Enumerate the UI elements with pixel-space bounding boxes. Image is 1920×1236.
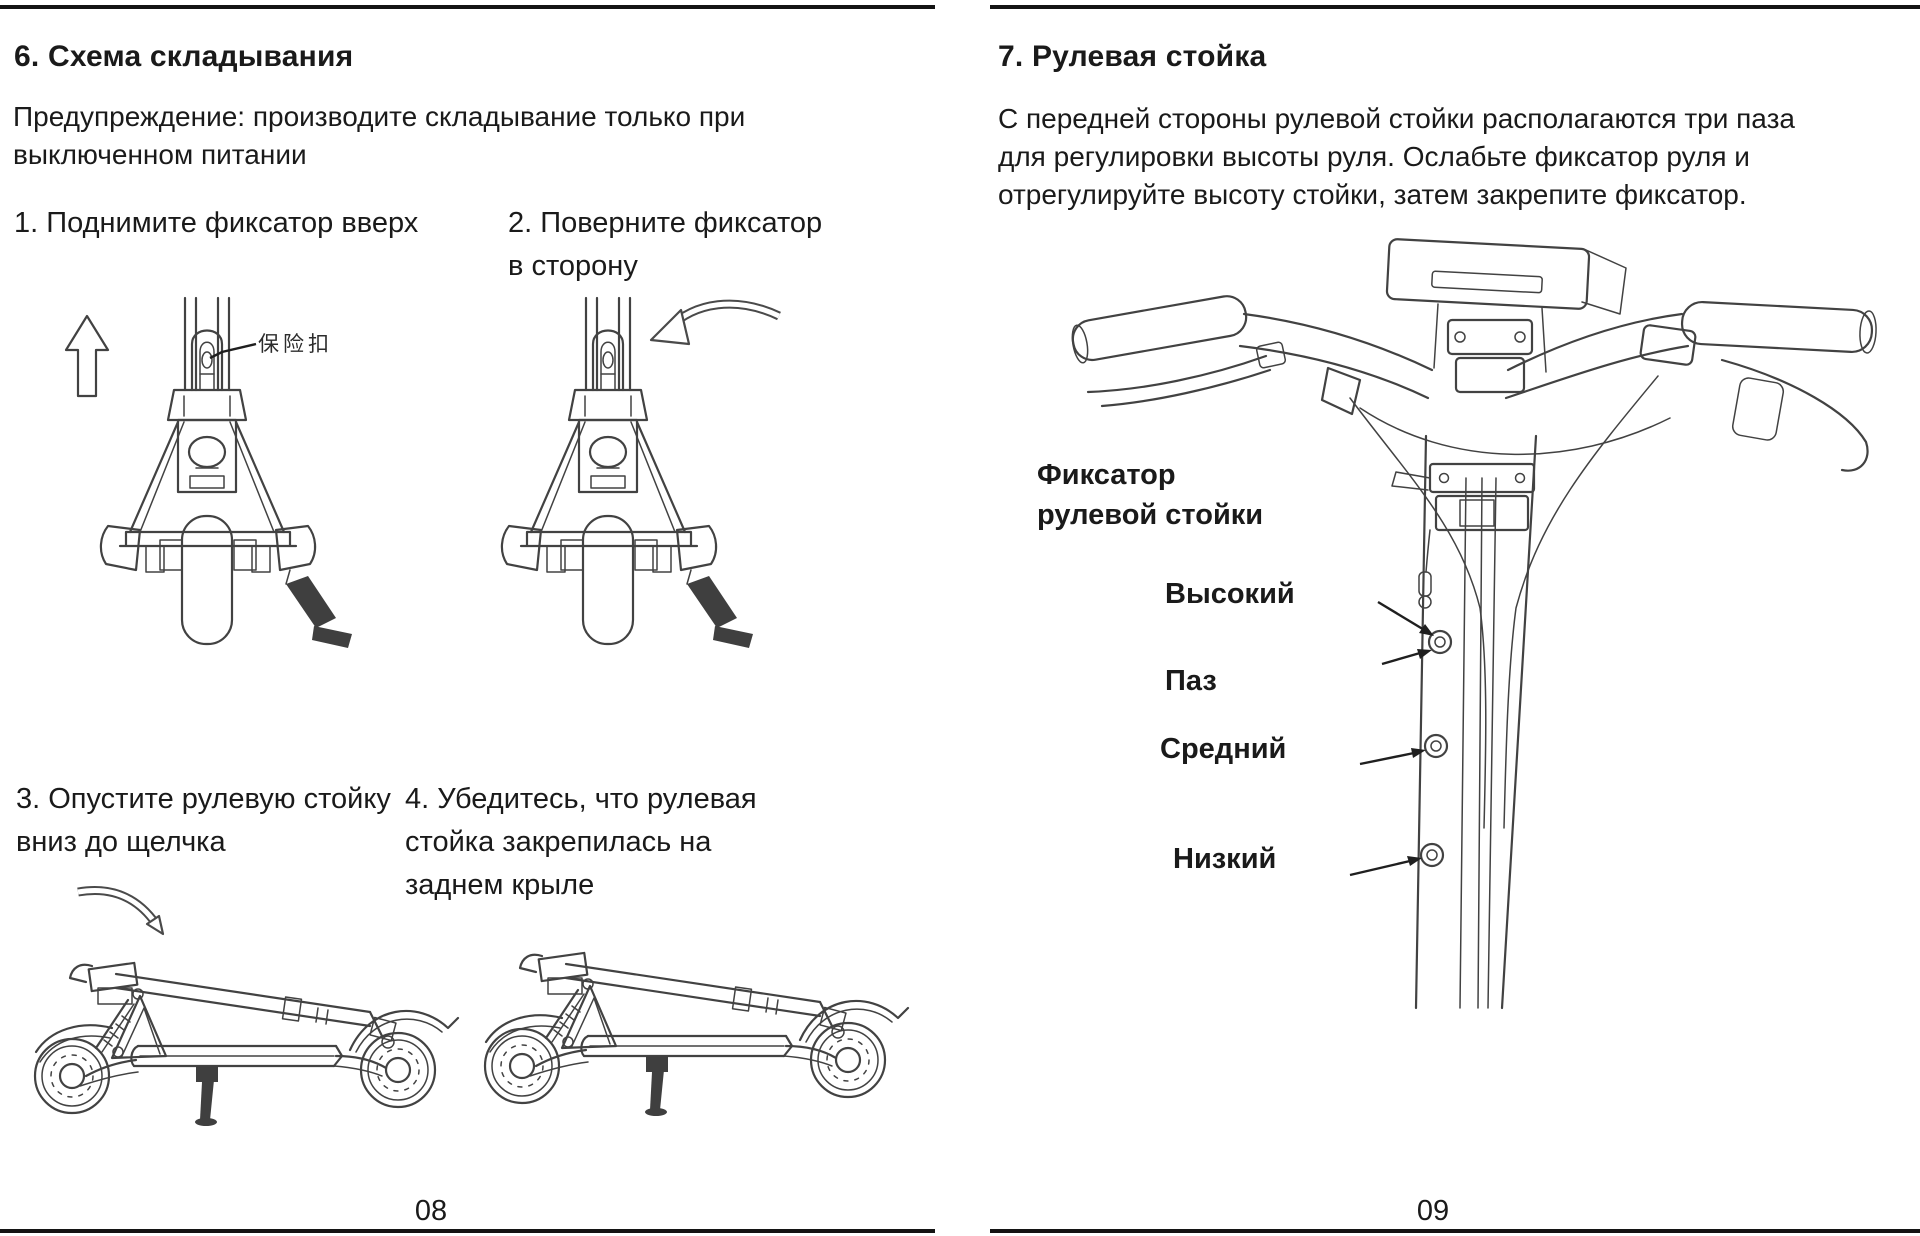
figure-annotation-cn: 保险扣 xyxy=(258,332,333,356)
label-high: Высокий xyxy=(1165,578,1295,610)
section-title: 7. Рулевая стойка xyxy=(998,40,1267,73)
warning-line: выключенном питании xyxy=(13,139,307,170)
page-top-rule xyxy=(990,5,1920,9)
label-stem-clamp: Фиксатор рулевой стойки xyxy=(1037,459,1264,531)
label-slot: Паз xyxy=(1165,665,1217,697)
annotation-leader-line xyxy=(209,342,257,360)
leader-arrow-high xyxy=(1377,600,1434,636)
step-2-label: 2. Поверните фиксатор в сторону xyxy=(508,207,823,282)
figure-step-3-side-view xyxy=(33,886,460,1128)
page-number: 08 xyxy=(414,1195,448,1227)
figure-step-4-side-view xyxy=(483,951,910,1118)
warning-line: Предупреждение: производите складывание … xyxy=(13,101,746,132)
rotate-left-arrow-icon xyxy=(649,299,781,346)
label-middle: Средний xyxy=(1160,733,1287,765)
section-title: 6. Схема складывания xyxy=(14,40,354,73)
height-hole-middle xyxy=(1423,733,1449,759)
page-08: 6. Схема складывания Предупреждение: про… xyxy=(0,0,935,1236)
step-1-label: 1. Поднимите фиксатор вверх xyxy=(14,207,419,239)
figure-step-1-front-view xyxy=(64,296,354,650)
page-top-rule xyxy=(0,5,935,9)
page-bottom-rule xyxy=(990,1229,1920,1233)
step-4-label: 4. Убедитесь, что рулевая стойка закрепи… xyxy=(405,783,757,901)
height-hole-high xyxy=(1427,629,1453,655)
step-3-label: 3. Опустите рулевую стойку вниз до щелчк… xyxy=(16,783,391,858)
leader-arrow-slot xyxy=(1381,649,1432,666)
fold-down-arrow-icon xyxy=(77,886,165,936)
up-arrow-icon xyxy=(64,314,110,398)
page-number: 09 xyxy=(1416,1195,1450,1227)
section-body: С передней стороны рулевой стойки распол… xyxy=(998,103,1795,210)
figure-handlebar-stem xyxy=(1071,238,1877,1010)
page-09: 7. Рулевая стойка С передней стороны рул… xyxy=(990,0,1920,1236)
figure-step-2-front-view xyxy=(500,296,781,650)
height-hole-low xyxy=(1419,842,1445,868)
leader-arrow-low xyxy=(1349,856,1422,877)
warning-text: Предупреждение: производите складывание … xyxy=(13,98,745,174)
page-bottom-rule xyxy=(0,1229,935,1233)
label-low: Низкий xyxy=(1173,843,1277,875)
leader-arrow-middle xyxy=(1359,748,1426,766)
